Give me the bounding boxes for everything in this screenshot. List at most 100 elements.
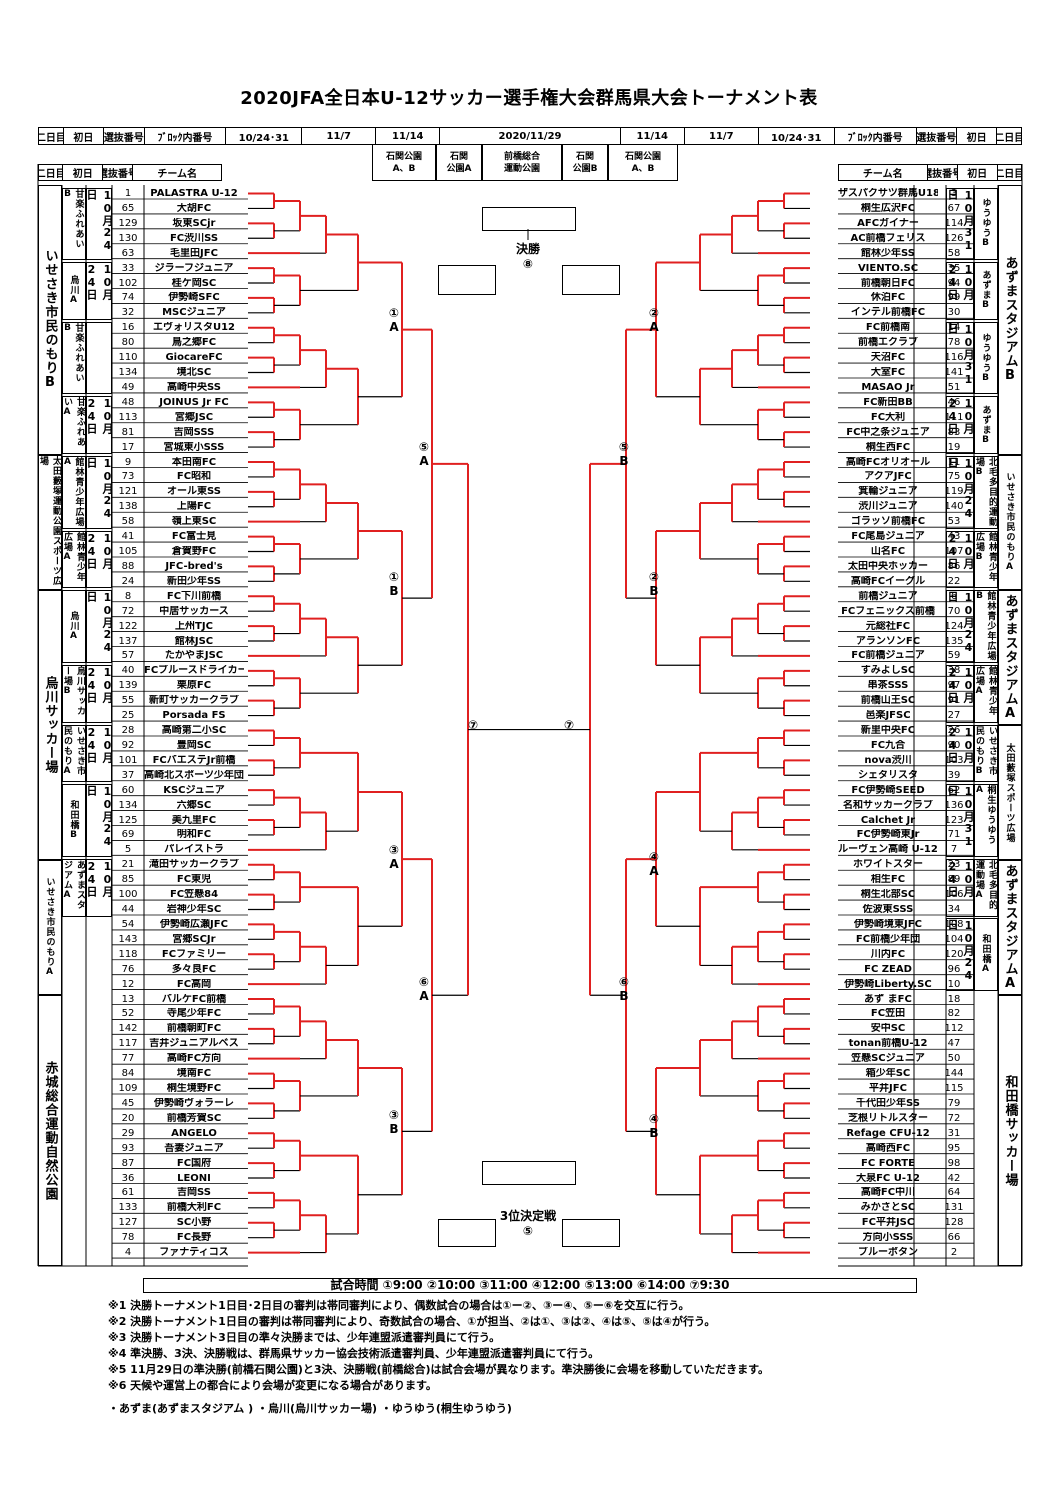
match-times: 試合時間 ①9:00 ②10:00 ③11:00 ④12:00 ⑤13:00 ⑥…: [143, 1278, 917, 1293]
team-number: 126: [944, 232, 964, 244]
block-label: 赤城総合運動自然公園: [38, 995, 62, 1266]
team-name: 邑楽JFSC: [865, 710, 911, 722]
team-number: 30: [947, 307, 961, 319]
team-name: FC下川前橋: [166, 590, 222, 602]
team-name: LEONI: [177, 1172, 211, 1184]
team-name: 新町サッカークラブ: [149, 695, 239, 707]
team-name: 境南FC: [176, 1068, 212, 1080]
team-name: すみよしSC: [860, 665, 916, 677]
team-name: MSCジュニア: [162, 307, 226, 319]
team-name: 串茶SSS: [867, 680, 909, 692]
team-number: 103: [944, 754, 964, 766]
team-number: 74: [121, 292, 135, 304]
team-name: 岩神少年SC: [166, 904, 222, 915]
team-name: 前橋エクラブ: [858, 337, 918, 349]
team-number: 140: [944, 501, 964, 513]
team-number: 79: [947, 1097, 961, 1109]
block-label: いせさき市民のもりA: [38, 860, 62, 995]
team-number: 120: [944, 948, 964, 960]
team-name: 伊勢崎SFC: [168, 292, 220, 304]
block-label: 和田橋B: [62, 784, 86, 857]
subheader-cell: 二日目: [997, 169, 1021, 180]
team-name: PALASTRA U-12: [150, 188, 238, 199]
team-number: 19: [947, 441, 961, 453]
team-number: 95: [947, 1142, 961, 1154]
team-name: 明和FC: [176, 829, 212, 841]
team-name: FC渋川SS: [169, 232, 219, 244]
team-name: 上陽FC: [176, 501, 212, 513]
team-name: nova渋川: [864, 754, 912, 766]
team-name: 桂ケ岡SC: [171, 277, 217, 289]
block-label: 北毛多目的運動場B: [974, 456, 998, 529]
note: ※4 準決勝、3決、決勝戦は、群馬県サッカー協会技術派遣審判員、少年連盟派遣審判…: [108, 1347, 600, 1360]
team-number: 137: [118, 635, 138, 647]
team-number: 63: [121, 247, 135, 259]
team-name: 高崎第二小SC: [161, 725, 227, 736]
venue-row: 石関公園 A、B 石関 公園A 前橋総合 運動公園 石関 公園B 石関公園 A、…: [372, 145, 678, 181]
team-name: 前橋朝日FC: [860, 277, 916, 289]
team-number: 45: [121, 1097, 135, 1109]
block-label: 館林青少年広場A: [974, 664, 998, 723]
team-number: 121: [118, 486, 138, 498]
team-name: 館林JSC: [174, 635, 214, 647]
team-number: 82: [947, 1008, 961, 1020]
block-label: 10月24日: [85, 456, 114, 529]
team-number: 57: [121, 650, 135, 662]
team-number: 43: [947, 531, 961, 543]
team-number: 10: [947, 978, 961, 990]
team-name: 館林少年SS: [861, 247, 915, 259]
team-number: 138: [118, 501, 138, 513]
team-number: 112: [944, 1023, 964, 1035]
team-number: 28: [121, 725, 135, 736]
subheader-cell: チーム名: [839, 165, 928, 180]
team-name: 吉岡SS: [177, 1187, 211, 1199]
header-row: 二日目 初日 選抜番号 ﾌﾞﾛｯｸ内番号 10/24･31 11/7 11/14…: [38, 127, 1022, 145]
team-name: 休泊FC: [870, 292, 906, 304]
team-number: 67: [947, 202, 961, 214]
note: ※3 決勝トーナメント3日目の準々決勝までは、少年連盟派遣審判員にて行う。: [108, 1331, 501, 1344]
team-number: 20: [121, 1112, 135, 1124]
block-label: 10月24日: [85, 262, 114, 320]
team-number: 76: [121, 963, 135, 975]
team-number: 33: [121, 262, 135, 274]
qf-group: B: [619, 454, 629, 468]
r16-group: A: [389, 320, 399, 334]
team-name: VIENTO.SC: [857, 262, 919, 274]
team-number: 118: [118, 948, 138, 960]
team-name: FC富士見: [171, 531, 217, 543]
third-title: 3位決定戦: [499, 1209, 557, 1223]
block-label: あずまB: [974, 262, 998, 320]
team-number: 34: [947, 904, 961, 915]
venue-cell: 石関公園 A、B: [372, 145, 436, 181]
team-name: 吉岡SSS: [173, 426, 215, 438]
team-number: 64: [947, 1187, 961, 1199]
team-number: 22: [947, 575, 961, 587]
team-name: 新田少年SS: [167, 575, 221, 587]
venue-cell: 石関 公園A: [436, 145, 482, 181]
team-number: 39: [947, 769, 961, 781]
team-name: FC九合: [870, 739, 906, 751]
team-number: 66: [947, 1232, 961, 1244]
